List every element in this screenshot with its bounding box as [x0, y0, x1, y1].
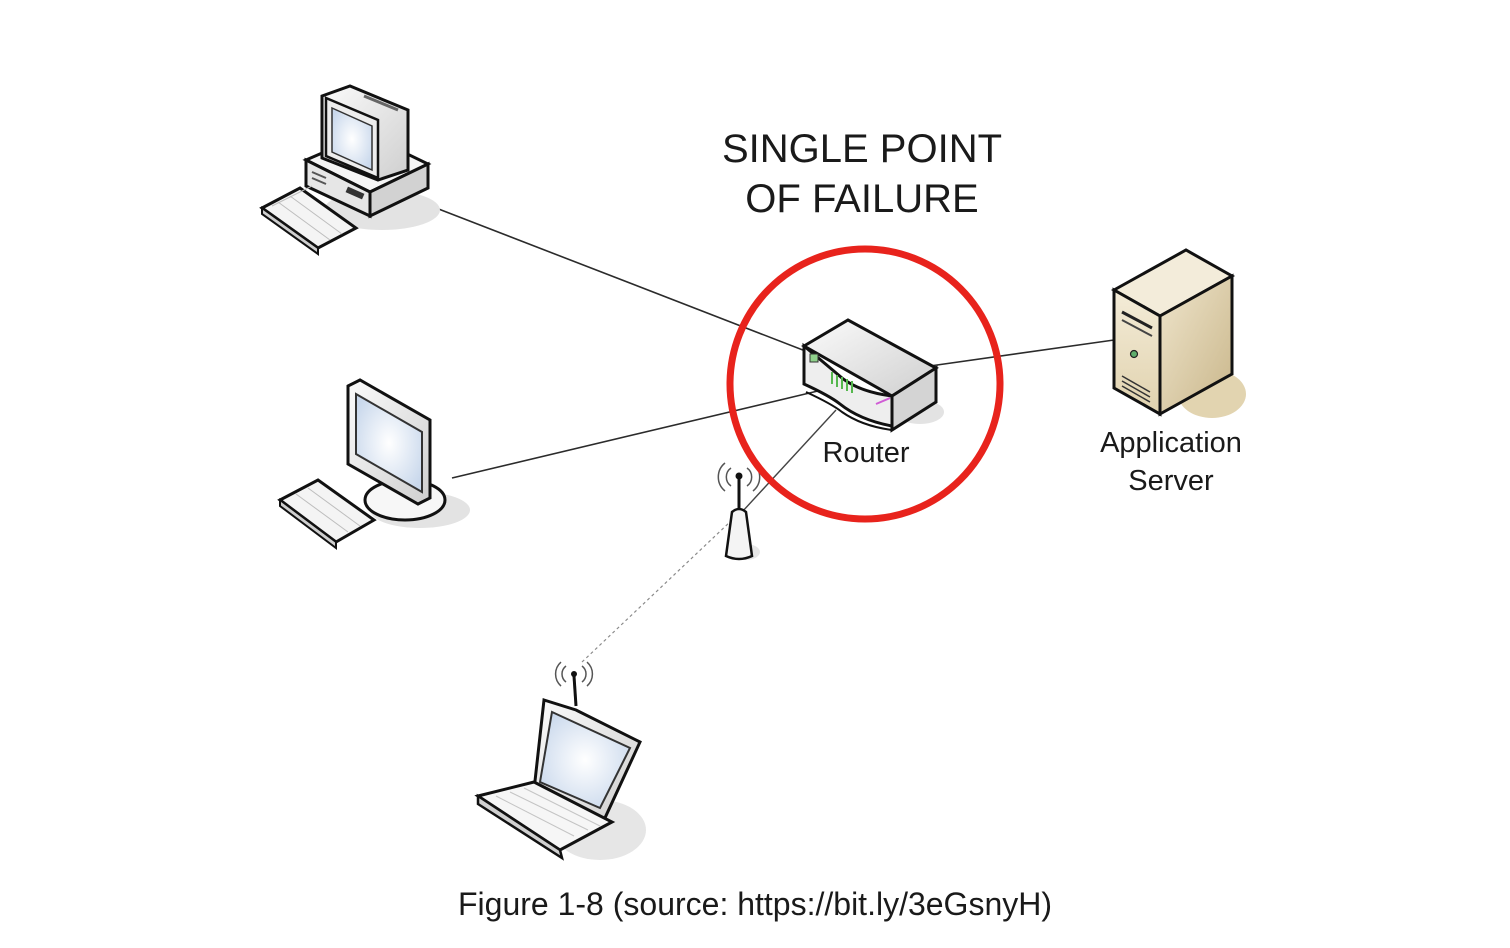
link-router-server — [929, 339, 1115, 367]
lcd-workstation-icon — [277, 378, 470, 550]
connections — [435, 207, 1115, 663]
router-icon — [801, 318, 944, 433]
desktop-pc-icon — [259, 84, 440, 256]
title-line-2: OF FAILURE — [745, 177, 978, 221]
link-accesspoint-router — [741, 409, 837, 513]
wireless-access-point-icon — [717, 462, 761, 561]
router-label: Router — [822, 437, 909, 469]
application-server-icon — [1110, 248, 1246, 418]
link-laptop-accesspoint — [581, 519, 733, 663]
laptop-icon — [474, 661, 646, 861]
single-point-of-failure-highlight — [726, 245, 1004, 523]
server-label-line-1: Application — [1100, 427, 1242, 459]
title-line-1: SINGLE POINT — [722, 127, 1002, 171]
link-desktop-router — [435, 207, 809, 353]
server-label-line-2: Server — [1128, 465, 1214, 497]
figure-caption: Figure 1-8 (source: https://bit.ly/3eGsn… — [458, 886, 1052, 922]
link-workstation-router — [451, 389, 823, 479]
